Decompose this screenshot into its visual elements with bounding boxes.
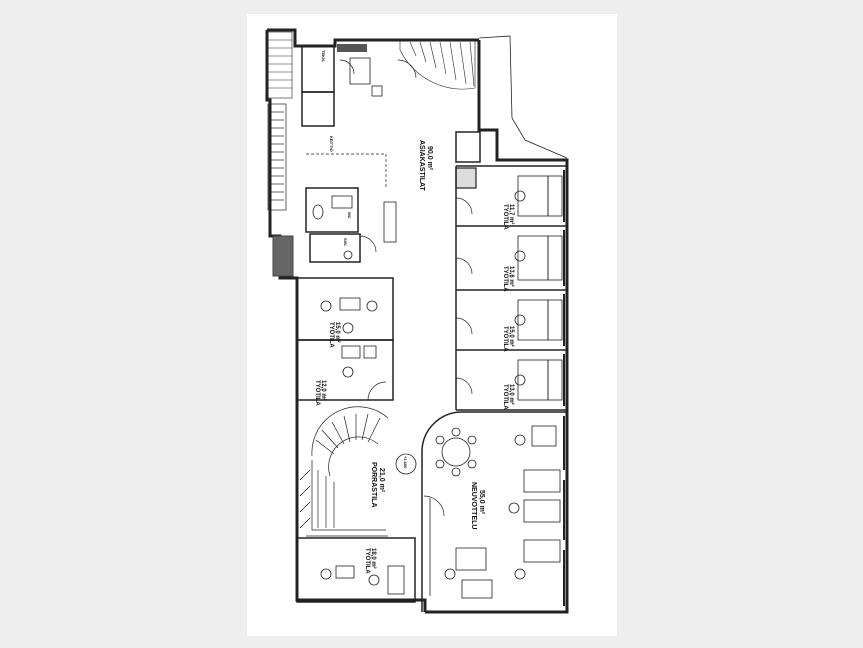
label-tekn: TEKN. xyxy=(321,50,326,62)
floor-plan-sheet: ASIAKASTILAT 90,0 m² TYÖTILA 11,7 m² TYÖ… xyxy=(247,14,617,636)
room-area-tt4: 13,0 m² xyxy=(508,384,515,405)
spiral-stair xyxy=(299,406,389,537)
room-label-porrastila: PORRASTILA xyxy=(370,462,377,508)
room-area-tt1: 11,7 m² xyxy=(508,204,515,224)
room-label-asiakastilat: ASIAKASTILAT xyxy=(418,140,425,192)
room-label-tt4: TYÖTILA xyxy=(502,384,509,410)
wall-pier-top xyxy=(337,44,367,52)
room-area-tt2: 13,6 m² xyxy=(508,266,515,287)
room-area-tt7: 18,0 m² xyxy=(370,548,377,569)
bottom-left-furniture xyxy=(320,565,405,595)
room-area-asiakastilat: 90,0 m² xyxy=(426,146,433,171)
meeting-room xyxy=(421,411,567,612)
room-area-neuvottelu: 55,0 m² xyxy=(478,490,485,515)
kitchen-counter xyxy=(383,201,397,243)
door-main xyxy=(397,59,417,79)
door-meeting xyxy=(423,495,445,517)
floor-plan: ASIAKASTILAT 90,0 m² TYÖTILA 11,7 m² TYÖ… xyxy=(265,28,569,614)
wc-fixtures xyxy=(312,195,353,260)
door-left-room xyxy=(367,381,387,401)
label-door-level: +1.600 xyxy=(403,456,408,469)
meeting-table xyxy=(435,427,477,477)
room-area-porrastila: 21,0 m² xyxy=(378,468,385,493)
door-wc xyxy=(359,235,377,253)
label-wc: WC xyxy=(347,212,352,219)
storage-column xyxy=(455,167,477,189)
wall-pier-left xyxy=(272,235,294,277)
storage-small xyxy=(455,131,481,163)
service-rooms xyxy=(301,45,361,263)
meeting-desks xyxy=(444,425,561,599)
room-label-tt1: TYÖTILA xyxy=(502,204,509,230)
work-rooms-left xyxy=(296,277,394,401)
room-label-tt2: TYÖTILA xyxy=(502,266,509,292)
reception-desk xyxy=(349,57,371,85)
work-room-doors xyxy=(455,197,473,395)
room-area-tt3: 15,0 m² xyxy=(508,326,515,347)
door-service xyxy=(339,59,355,75)
room-label-tt5: TYÖTILA xyxy=(328,322,335,348)
work-rooms-right xyxy=(455,165,567,411)
label-siivous: SIIV. xyxy=(343,238,348,246)
reception-chair xyxy=(371,85,383,97)
label-keittio: KEITTIÖ xyxy=(329,136,334,152)
level-marker xyxy=(395,453,417,475)
entry-hatch xyxy=(399,39,476,90)
terrace-outline xyxy=(478,35,568,159)
entrance-stairs xyxy=(267,103,287,211)
work-room-bottom-left xyxy=(296,537,416,603)
room-area-tt5: 15,0 m² xyxy=(334,322,341,343)
room-label-neuvottelu: NEUVOTTELU xyxy=(470,482,477,529)
work-room-chairs xyxy=(514,190,526,386)
left-room-furniture xyxy=(320,297,378,378)
room-label-tt3: TYÖTILA xyxy=(502,326,509,352)
top-left-stairs xyxy=(267,31,293,99)
room-label-tt7: TYÖTILA xyxy=(364,548,371,574)
room-label-tt6: TYÖTILA xyxy=(314,380,321,406)
room-area-tt6: 12,0 m² xyxy=(320,380,327,401)
work-room-desks xyxy=(517,175,563,401)
